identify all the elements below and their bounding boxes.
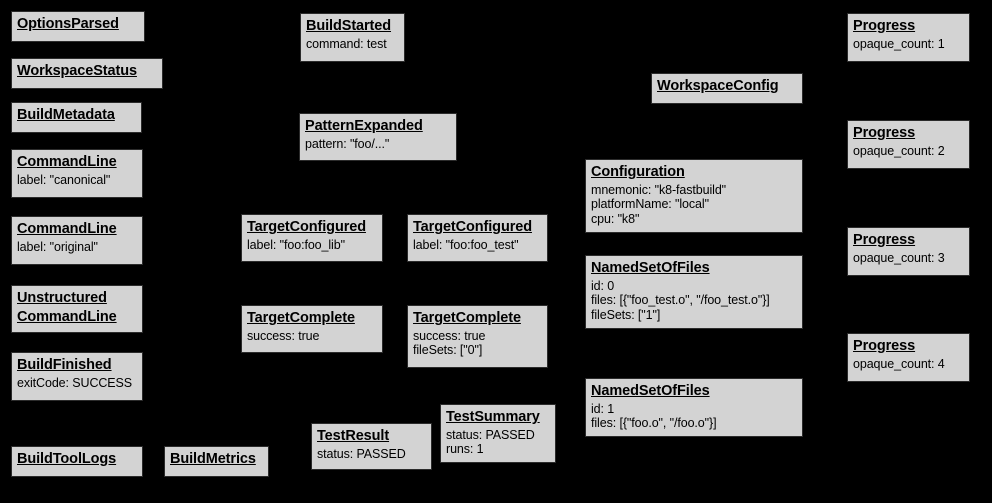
event-node-target-configured-foo-test[interactable]: TargetConfigured label: "foo:foo_test" — [407, 214, 548, 262]
event-node-fields: status: PASSED — [317, 447, 426, 462]
event-node-progress-3[interactable]: Progress opaque_count: 3 — [847, 227, 970, 276]
event-node-title: CommandLine — [17, 308, 117, 325]
event-node-fields: opaque_count: 3 — [853, 251, 964, 266]
event-node-field: platformName: "local" — [591, 197, 709, 212]
event-node-title: Configuration — [591, 164, 685, 180]
event-node-title: TargetConfigured — [247, 219, 366, 235]
event-node-progress-1[interactable]: Progress opaque_count: 1 — [847, 13, 970, 62]
event-node-field: status: PASSED — [446, 427, 535, 442]
event-node-test-result[interactable]: TestResult status: PASSED — [311, 423, 432, 470]
event-node-field: runs: 1 — [446, 442, 484, 457]
event-node-field: label: "original" — [17, 239, 98, 254]
event-node-build-finished[interactable]: BuildFinished exitCode: SUCCESS — [11, 352, 143, 401]
event-node-fields: label: "original" — [17, 240, 137, 255]
event-node-title: WorkspaceStatus — [17, 63, 137, 79]
event-node-fields: opaque_count: 1 — [853, 37, 964, 52]
event-node-workspace-config[interactable]: WorkspaceConfig — [651, 73, 803, 104]
event-node-field: opaque_count: 3 — [853, 250, 945, 265]
event-node-target-configured-foo-lib[interactable]: TargetConfigured label: "foo:foo_lib" — [241, 214, 383, 262]
event-node-field: exitCode: SUCCESS — [17, 375, 133, 390]
event-node-configuration[interactable]: Configuration mnemonic: "k8-fastbuild"pla… — [585, 159, 803, 233]
event-node-command-line-canonical[interactable]: CommandLine label: "canonical" — [11, 149, 143, 198]
event-node-target-complete-lib[interactable]: TargetComplete success: true — [241, 305, 383, 353]
event-node-fields: label: "foo:foo_lib" — [247, 238, 377, 253]
event-node-build-started[interactable]: BuildStarted command: test — [300, 13, 405, 62]
event-node-title: TestResult — [317, 428, 390, 444]
event-node-fields: label: "foo:foo_test" — [413, 238, 542, 253]
event-node-title: TargetConfigured — [413, 219, 532, 235]
event-node-progress-2[interactable]: Progress opaque_count: 2 — [847, 120, 970, 169]
event-node-title: TargetComplete — [413, 310, 521, 326]
event-node-title: CommandLine — [17, 221, 117, 237]
event-node-field: opaque_count: 2 — [853, 143, 945, 158]
event-node-build-metadata[interactable]: BuildMetadata — [11, 102, 142, 133]
event-node-fields: exitCode: SUCCESS — [17, 376, 137, 391]
event-node-title: TargetComplete — [247, 310, 355, 326]
event-node-title: Unstructured — [17, 290, 107, 306]
event-node-field: pattern: "foo/..." — [305, 136, 390, 151]
event-node-field: command: test — [306, 36, 387, 51]
event-node-pattern-expanded[interactable]: PatternExpanded pattern: "foo/..." — [299, 113, 457, 161]
event-node-fields: pattern: "foo/..." — [305, 137, 451, 152]
event-node-title: BuildFinished — [17, 357, 112, 373]
event-node-title: TestSummary — [446, 409, 540, 425]
event-node-title: PatternExpanded — [305, 118, 423, 134]
event-node-field: opaque_count: 4 — [853, 356, 945, 371]
event-node-title: NamedSetOfFiles — [591, 260, 710, 276]
event-node-fields: opaque_count: 4 — [853, 357, 964, 372]
event-node-workspace-status[interactable]: WorkspaceStatus — [11, 58, 163, 89]
event-node-field: id: 1 — [591, 401, 615, 416]
event-node-field: cpu: "k8" — [591, 211, 640, 226]
event-node-title: BuildMetadata — [17, 107, 115, 123]
event-node-field: success: true — [413, 328, 486, 343]
event-node-field: status: PASSED — [317, 446, 406, 461]
event-node-title: BuildToolLogs — [17, 451, 117, 467]
event-node-title: Progress — [853, 18, 916, 34]
event-node-title: BuildMetrics — [170, 451, 256, 467]
event-node-fields: label: "canonical" — [17, 173, 137, 188]
event-node-title: CommandLine — [17, 154, 117, 170]
event-node-field: label: "foo:foo_test" — [413, 237, 519, 252]
event-node-options-parsed[interactable]: OptionsParsed — [11, 11, 145, 42]
event-node-progress-4[interactable]: Progress opaque_count: 4 — [847, 333, 970, 382]
event-node-title: Progress — [853, 232, 916, 248]
event-node-field: fileSets: ["1"] — [591, 307, 661, 322]
event-node-title: Progress — [853, 125, 916, 141]
event-node-build-tool-logs[interactable]: BuildToolLogs — [11, 446, 143, 477]
event-node-fields: opaque_count: 2 — [853, 144, 964, 159]
event-node-field: files: [{"foo_test.o", "/foo_test.o"}] — [591, 293, 770, 308]
event-node-field: files: [{"foo.o", "/foo.o"}] — [591, 416, 717, 431]
event-node-title: Progress — [853, 338, 916, 354]
event-node-field: mnemonic: "k8-fastbuild" — [591, 182, 727, 197]
event-node-fields: success: true — [247, 329, 377, 344]
event-node-title: BuildStarted — [306, 18, 392, 34]
event-node-title: WorkspaceConfig — [657, 78, 779, 94]
event-node-field: label: "foo:foo_lib" — [247, 237, 345, 252]
event-node-fields: command: test — [306, 37, 399, 52]
event-node-command-line-original[interactable]: CommandLine label: "original" — [11, 216, 143, 265]
event-node-title: NamedSetOfFiles — [591, 383, 710, 399]
event-node-build-metrics[interactable]: BuildMetrics — [164, 446, 269, 477]
event-node-field: opaque_count: 1 — [853, 36, 945, 51]
event-node-title: OptionsParsed — [17, 16, 119, 32]
event-node-field: success: true — [247, 328, 320, 343]
event-node-field: label: "canonical" — [17, 172, 111, 187]
event-node-field: fileSets: ["0"] — [413, 343, 483, 358]
event-node-fields: mnemonic: "k8-fastbuild"platformName: "l… — [591, 183, 797, 227]
event-node-field: id: 0 — [591, 278, 615, 293]
